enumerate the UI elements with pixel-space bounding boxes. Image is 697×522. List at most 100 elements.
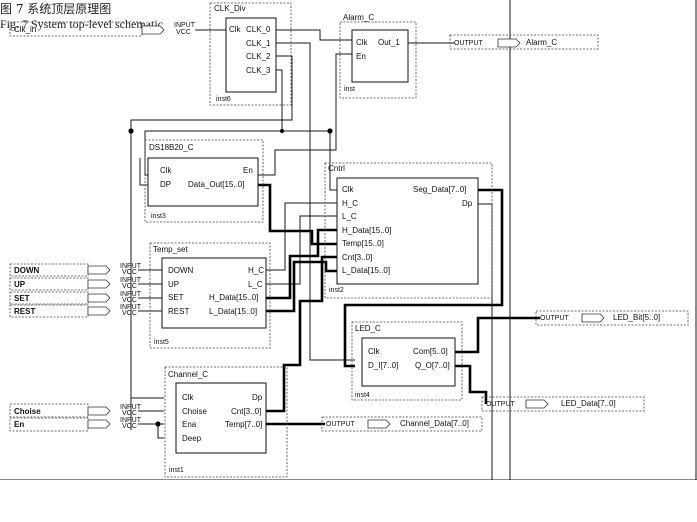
input-pin-set[interactable]: SET INPUT VCC (9, 291, 142, 305)
svg-text:INPUT: INPUT (120, 277, 142, 284)
block-clk-div[interactable]: CLK_Div Clk CLK_0 CLK_1 CLK_2 CLK_3 inst… (209, 2, 292, 106)
svg-text:CLK_2: CLK_2 (246, 52, 271, 61)
svg-text:inst1: inst1 (169, 467, 184, 474)
svg-text:inst5: inst5 (154, 339, 169, 346)
input-pin-up[interactable]: UP INPUT VCC (9, 277, 142, 291)
svg-text:LED_Data[7..0]: LED_Data[7..0] (561, 399, 616, 408)
svg-text:Clk: Clk (342, 185, 355, 194)
block-channel-c[interactable]: Channel_C Clk Choise Ena Deep Dp Cnt[3..… (164, 366, 288, 478)
svg-text:INPUT: INPUT (174, 22, 196, 29)
svg-text:Dp: Dp (462, 199, 473, 208)
svg-text:inst: inst (344, 86, 355, 93)
svg-text:H_Data[15..0]: H_Data[15..0] (342, 226, 391, 235)
svg-text:Clk_in: Clk_in (14, 25, 36, 34)
svg-text:INPUT: INPUT (120, 404, 142, 411)
svg-text:DS18B20_C: DS18B20_C (149, 143, 194, 152)
svg-text:L_Data[15..0]: L_Data[15..0] (209, 307, 257, 316)
svg-text:Alarm_C: Alarm_C (343, 13, 374, 22)
block-cntrl[interactable]: Cntrl Clk H_C L_C H_Data[15..0] Temp[15.… (324, 162, 493, 299)
svg-text:INPUT: INPUT (120, 263, 142, 270)
svg-text:REST: REST (14, 307, 35, 316)
svg-text:INPUT: INPUT (120, 417, 142, 424)
svg-text:H_C: H_C (248, 266, 264, 275)
svg-text:Clk: Clk (229, 25, 242, 34)
schematic-diagram: CLK_Div Clk CLK_0 CLK_1 CLK_2 CLK_3 inst… (0, 0, 697, 480)
svg-text:Channel_C: Channel_C (168, 370, 208, 379)
output-pin-alarm-c[interactable]: OUTPUT Alarm_C (449, 34, 599, 50)
svg-text:En: En (243, 166, 253, 175)
svg-text:inst4: inst4 (355, 392, 370, 399)
svg-text:INPUT: INPUT (120, 291, 142, 298)
svg-text:Seg_Data[7..0]: Seg_Data[7..0] (413, 185, 466, 194)
svg-text:Q_O[7..0]: Q_O[7..0] (415, 361, 450, 370)
block-alarm-c[interactable]: Alarm_C Clk En Out_1 inst (339, 13, 417, 99)
svg-text:OUTPUT: OUTPUT (540, 315, 570, 322)
svg-text:L_C: L_C (248, 280, 263, 289)
svg-text:VCC: VCC (122, 269, 137, 276)
svg-text:Out_1: Out_1 (378, 38, 400, 47)
output-pin-channel-data[interactable]: OUTPUT Channel_Data[7..0] (321, 416, 483, 432)
block-ds18b20-c[interactable]: DS18B20_C Clk DP En Data_Out[15..0] inst… (144, 139, 264, 223)
svg-text:En: En (14, 420, 24, 429)
svg-text:L_C: L_C (342, 212, 357, 221)
block-temp-set[interactable]: Temp_set DOWN UP SET REST H_C L_C H_Data… (149, 242, 271, 349)
svg-text:LED_Bit[5..0]: LED_Bit[5..0] (613, 313, 660, 322)
svg-text:UP: UP (168, 280, 179, 289)
svg-text:Clk: Clk (368, 347, 381, 356)
svg-text:SET: SET (14, 294, 30, 303)
svg-text:Data_Out[15..0]: Data_Out[15..0] (188, 180, 244, 189)
svg-text:CLK_3: CLK_3 (246, 66, 271, 75)
svg-text:En: En (356, 52, 366, 61)
svg-text:UP: UP (14, 280, 26, 289)
svg-text:Clk: Clk (182, 393, 195, 402)
svg-text:inst3: inst3 (151, 213, 166, 220)
input-pin-en[interactable]: En INPUT VCC (9, 417, 142, 432)
svg-text:CLK_0: CLK_0 (246, 25, 271, 34)
svg-text:inst6: inst6 (216, 96, 231, 103)
svg-text:inst2: inst2 (329, 287, 344, 294)
svg-text:SET: SET (168, 293, 184, 302)
svg-text:CLK_1: CLK_1 (246, 39, 271, 48)
svg-text:H_Data[15..0]: H_Data[15..0] (209, 293, 258, 302)
svg-text:Channel_Data[7..0]: Channel_Data[7..0] (400, 419, 469, 428)
svg-text:Clk: Clk (356, 38, 369, 47)
svg-text:Temp_set: Temp_set (153, 245, 188, 254)
output-pin-led-data[interactable]: OUTPUT LED_Data[7..0] (481, 396, 645, 412)
svg-text:DP: DP (160, 180, 171, 189)
input-pin-clk-in[interactable]: Clk_in INPUT VCC (9, 21, 196, 37)
svg-text:CLK_Div: CLK_Div (214, 4, 246, 13)
input-pin-rest[interactable]: REST INPUT VCC (9, 304, 142, 318)
svg-text:H_C: H_C (342, 199, 358, 208)
svg-text:Choise: Choise (182, 407, 207, 416)
figure-caption-english: Fig. 7 System top-level schematic (0, 17, 163, 31)
svg-text:Temp[7..0]: Temp[7..0] (225, 420, 262, 429)
svg-text:LED_C: LED_C (355, 324, 381, 333)
svg-text:Choise: Choise (14, 407, 41, 416)
svg-text:VCC: VCC (122, 297, 137, 304)
block-led-c[interactable]: LED_C Clk D_I[7..0] Com[5..0] Q_O[7..0] … (351, 321, 463, 401)
svg-text:Dp: Dp (252, 393, 263, 402)
svg-text:INPUT: INPUT (120, 304, 142, 311)
svg-text:Deep: Deep (182, 434, 202, 443)
svg-text:Cnt[3..0]: Cnt[3..0] (342, 253, 372, 262)
svg-text:OUTPUT: OUTPUT (326, 421, 356, 428)
svg-text:Temp[15..0]: Temp[15..0] (342, 239, 384, 248)
svg-text:Cntrl: Cntrl (328, 164, 345, 173)
svg-text:DOWN: DOWN (168, 266, 194, 275)
svg-text:REST: REST (168, 307, 189, 316)
svg-text:VCC: VCC (122, 310, 137, 317)
input-pin-down[interactable]: DOWN INPUT VCC (9, 263, 142, 277)
svg-text:DOWN: DOWN (14, 266, 40, 275)
svg-text:L_Data[15..0]: L_Data[15..0] (342, 266, 390, 275)
svg-text:Clk: Clk (160, 166, 173, 175)
svg-text:Ena: Ena (182, 420, 197, 429)
svg-text:D_I[7..0]: D_I[7..0] (368, 361, 398, 370)
output-pin-led-bit[interactable]: OUTPUT LED_Bit[5..0] (535, 310, 689, 326)
svg-text:VCC: VCC (122, 410, 137, 417)
svg-text:Cnt[3..0]: Cnt[3..0] (231, 407, 261, 416)
svg-text:OUTPUT: OUTPUT (486, 401, 516, 408)
figure-caption-chinese: 图 7 系统顶层原理图 (0, 2, 112, 16)
svg-text:Com[5..0]: Com[5..0] (413, 347, 448, 356)
input-pin-choise[interactable]: Choise INPUT VCC (9, 403, 142, 418)
svg-text:VCC: VCC (122, 283, 137, 290)
